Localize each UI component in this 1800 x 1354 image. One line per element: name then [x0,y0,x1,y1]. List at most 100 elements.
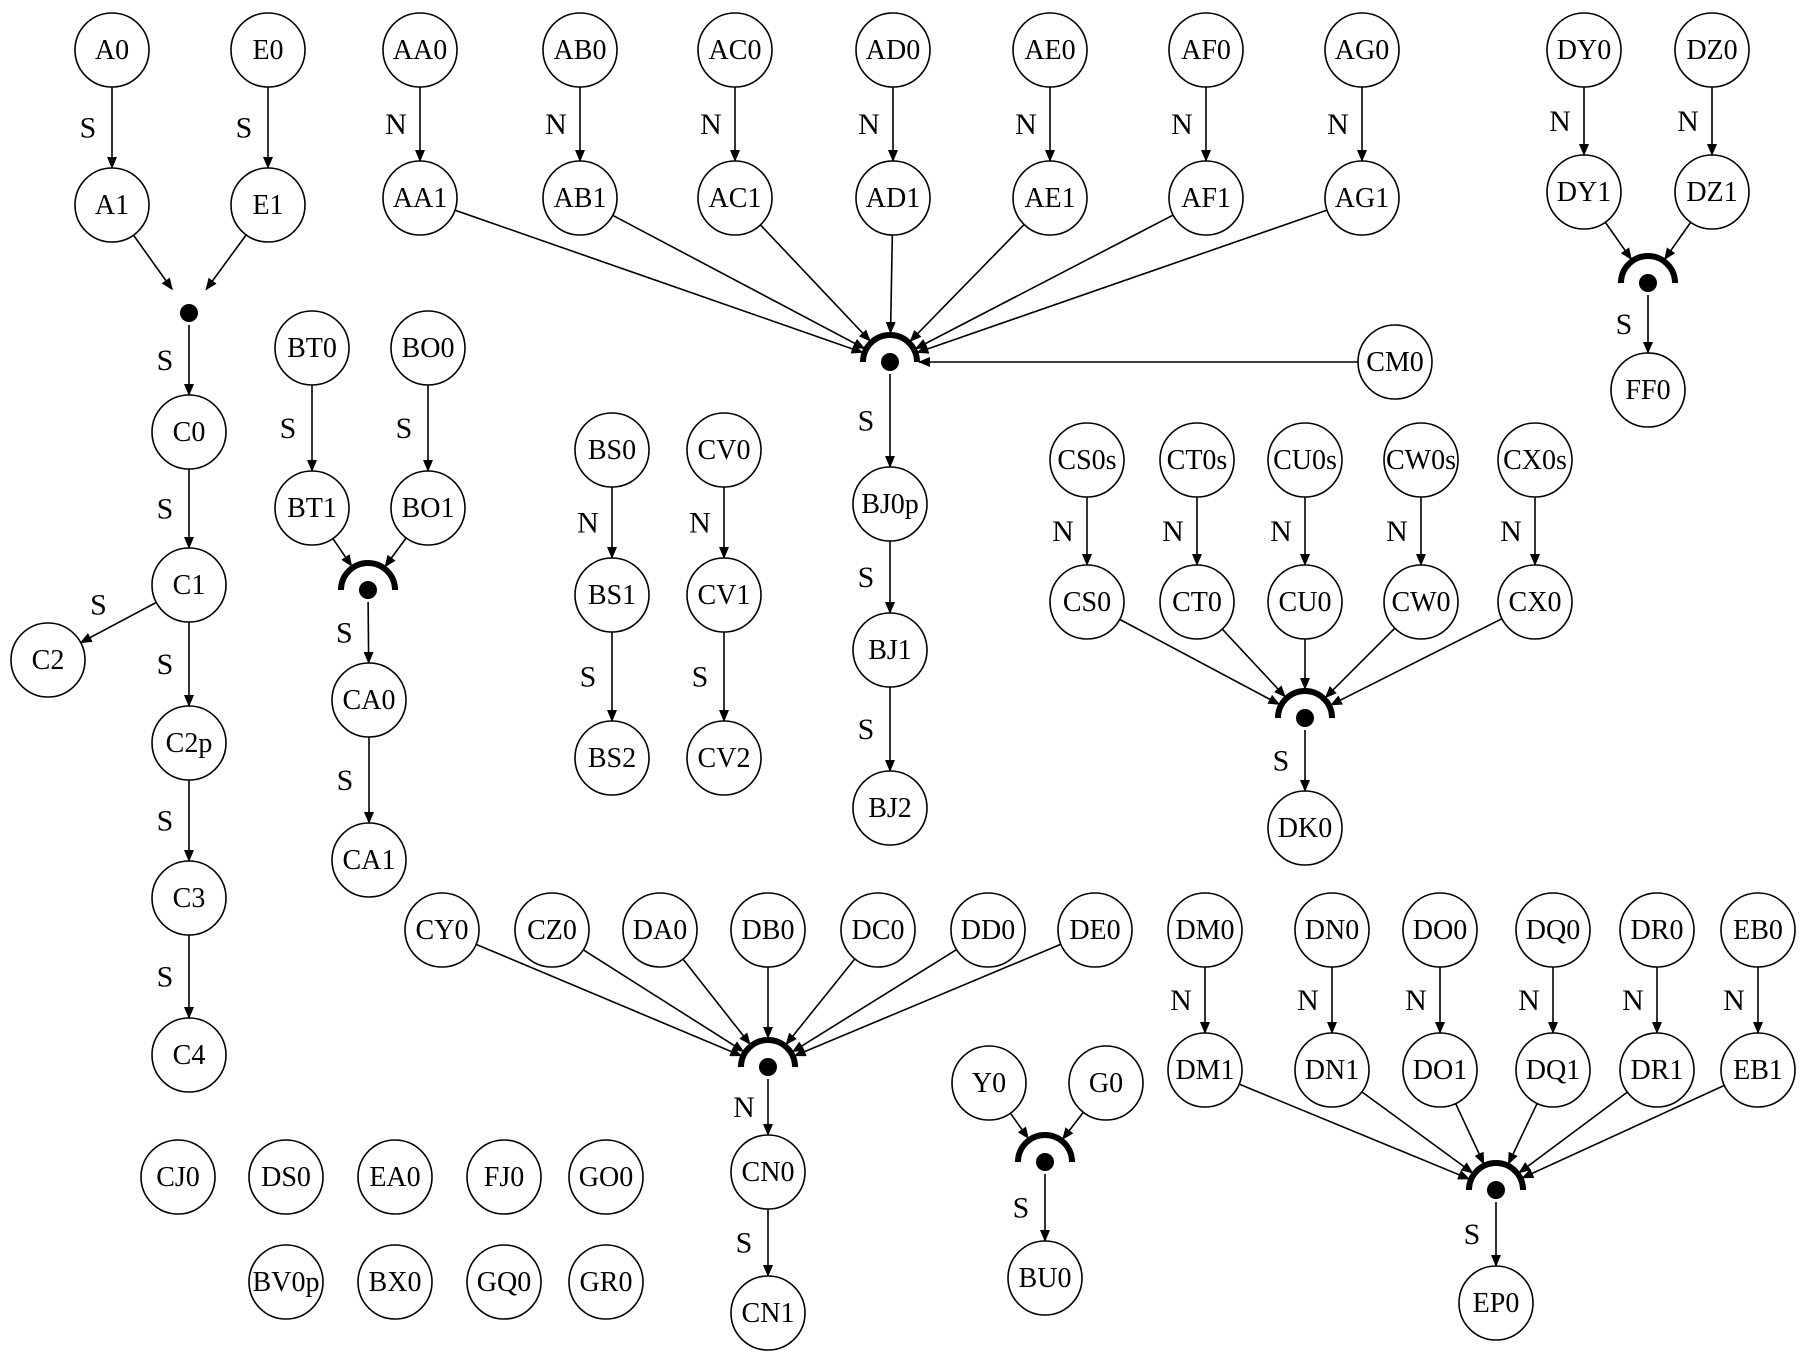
node-DM0: DM0 [1167,892,1243,968]
edge-arrow [454,209,864,354]
node-circle [404,892,480,968]
node-AC0: AC0 [697,12,773,88]
node-label: BS2 [588,743,636,774]
edge-AB0-AB1: N [545,87,585,162]
node-circle [1546,12,1622,88]
edge-AF1-J_BJ [914,214,1174,350]
node-label: FJ0 [484,1162,524,1193]
edge-label: S [858,713,875,746]
node-label: EP0 [1473,1288,1520,1319]
edge-BT1-J_CA0 [332,538,353,567]
node-circle [574,557,650,633]
node-DN0: DN0 [1294,892,1370,968]
node-label: CW0s [1386,445,1456,476]
node-label: DO0 [1413,915,1467,946]
node-label: BO0 [402,333,455,364]
node-circle [1068,1045,1144,1121]
edge-CV1-CV2: S [692,632,729,722]
node-CA0: CA0 [331,662,407,738]
edge-DE0-J_CN0 [793,943,1062,1057]
node-BS2: BS2 [574,720,650,796]
node-C0: C0 [151,394,227,470]
junction-arc [1015,1132,1075,1171]
node-label: A1 [95,190,129,221]
node-label: AB1 [554,183,607,214]
node-label: A0 [95,35,129,66]
nodes-layer: A0A1E0E1C0C1C2C2pC3C4BT0BT1BO0BO1CA0CA1A… [10,12,1796,1351]
junction-arc [1466,1160,1526,1191]
node-label: C2 [32,645,65,676]
node-label: Y0 [972,1068,1006,1099]
node-label: AG1 [1335,183,1389,214]
node-circle [151,547,227,623]
node-AE0: AE0 [1012,12,1088,88]
node-E1: E1 [230,167,306,243]
node-EA0: EA0 [357,1139,433,1215]
node-circle [568,1139,644,1215]
node-BT0: BT0 [274,310,350,386]
node-CX0: CX0 [1497,564,1573,640]
edge-DD0-J_CN0 [791,948,958,1053]
edge-EB1-J_EP0 [1521,1084,1725,1179]
node-BO1: BO1 [390,470,466,546]
node-DZ1: DZ1 [1674,154,1750,230]
node-AG0: AG0 [1324,12,1400,88]
node-EB1: EB1 [1720,1032,1796,1108]
node-label: CV0 [698,435,751,466]
node-A0: A0 [74,12,150,88]
node-circle [840,892,916,968]
edge-CT0-J_DK0 [1221,628,1286,698]
node-label: AE0 [1024,35,1075,66]
edge-arrow [79,601,157,644]
node-label: CS0 [1063,587,1111,618]
junction-arc [1275,688,1335,727]
junction-dot [1639,274,1657,292]
node-circle [357,1244,433,1320]
node-label: BJ1 [868,635,912,666]
node-label: BX0 [369,1267,422,1298]
edge-label: N [545,108,567,141]
node-label: DA0 [633,915,687,946]
node-circle [230,12,306,88]
node-circle [390,470,466,546]
node-label: GO0 [579,1162,633,1193]
edge-arrow [205,234,247,291]
node-circle [697,12,773,88]
node-CS0s: CS0s [1049,422,1125,498]
edge-DZ0-DZ1: N [1677,87,1717,156]
node-label: DO1 [1413,1055,1467,1086]
edge-label: S [280,412,297,445]
node-label: CT0s [1167,445,1228,476]
edge-arrow [785,958,856,1046]
edge-label: S [858,405,875,438]
node-A1: A1 [74,167,150,243]
edge-C0-C1: S [157,469,194,549]
edge-A1-J_C0 [132,234,173,291]
edge-C1-C2p: S [157,622,194,707]
node-circle [542,160,618,236]
node-label: DZ0 [1686,35,1737,66]
edge-CN0-CN1: S [736,1209,773,1277]
node-circle [1167,1032,1243,1108]
node-label: DY1 [1557,177,1611,208]
node-circle [1267,564,1343,640]
node-AC1: AC1 [697,160,773,236]
node-DQ0: DQ0 [1515,892,1591,968]
node-DM1: DM1 [1167,1032,1243,1108]
node-label: DY0 [1557,35,1611,66]
edge-J_BJ-BJ0p: S [858,374,895,468]
junction-dot [759,1058,777,1076]
node-circle [274,470,350,546]
edge-label: S [80,112,97,145]
node-DB0: DB0 [730,892,806,968]
node-AF1: AF1 [1168,160,1244,236]
node-circle [1057,892,1133,968]
node-CV1: CV1 [686,557,762,633]
junction-arc [1015,1132,1075,1163]
junction-dot [881,353,899,371]
edge-label: S [1273,745,1290,778]
node-CW0s: CW0s [1383,422,1459,498]
node-circle [1168,160,1244,236]
node-label: DC0 [852,915,905,946]
node-label: FF0 [1625,375,1670,406]
